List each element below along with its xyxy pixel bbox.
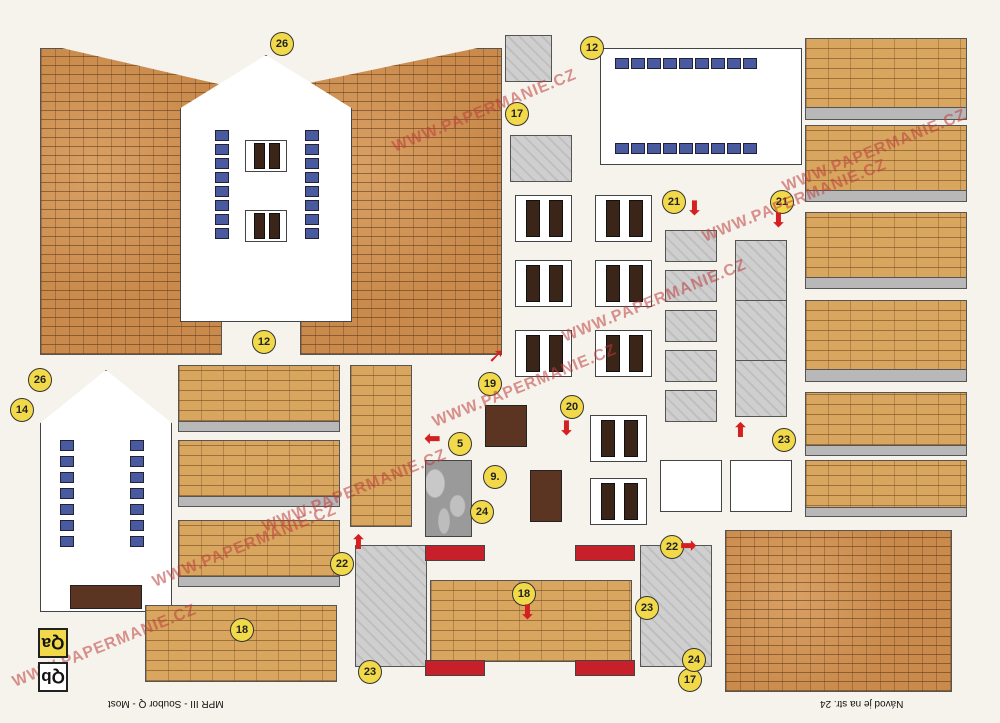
wall-panel-c <box>178 520 340 587</box>
wall-panel-vertical <box>350 365 412 527</box>
part-badge: 26 <box>28 368 52 392</box>
step-strip-1 <box>665 230 717 262</box>
part-badge: 22 <box>660 535 684 559</box>
gable-bricks-bottom <box>60 440 150 570</box>
horizontal-bricks <box>615 58 785 158</box>
arrow-icon: ⬇ <box>558 416 575 440</box>
window-card-5 <box>515 330 572 377</box>
part-badge: 14 <box>10 398 34 422</box>
bottom-frame-angle-left <box>355 545 427 667</box>
part-badge: 24 <box>470 500 494 524</box>
logo-qa: Qa <box>38 628 68 658</box>
part-badge: 18 <box>230 618 254 642</box>
step-strip-5 <box>665 390 717 422</box>
part-badge: 21 <box>662 190 686 214</box>
gable-face-top <box>180 55 352 322</box>
arrow-icon: ⬇ <box>770 208 787 232</box>
wall-strip-3 <box>805 212 967 289</box>
part-badge: 12 <box>252 330 276 354</box>
gable-base-dark <box>70 585 142 609</box>
part-badge: 5 <box>448 432 472 456</box>
wall-strip-5 <box>805 392 967 456</box>
watermark: WWW.PAPERMANIE.CZ <box>560 256 750 346</box>
window-card-4 <box>595 260 652 307</box>
stone-panel <box>425 460 472 537</box>
part-badge: 21 <box>770 190 794 214</box>
step-strip-7 <box>735 300 787 362</box>
gable-window-mid <box>245 210 287 242</box>
tower-part-2 <box>510 135 572 182</box>
bottom-frame-centre <box>430 580 632 662</box>
arrow-icon: ⬇ <box>686 196 703 220</box>
window-card-7 <box>590 415 647 462</box>
door-card-1 <box>485 405 527 447</box>
red-strip-3 <box>425 660 485 676</box>
arrow-icon: ⬇ <box>519 600 536 624</box>
gable-window-top <box>245 140 287 172</box>
window-card-1 <box>515 195 572 242</box>
part-badge: 23 <box>358 660 382 684</box>
red-strip-1 <box>425 545 485 561</box>
step-strip-8 <box>735 360 787 417</box>
arrow-icon: ⬆ <box>350 530 367 554</box>
part-badge: 22 <box>330 552 354 576</box>
window-card-8 <box>590 478 647 525</box>
red-strip-2 <box>575 545 635 561</box>
part-badge: 23 <box>635 596 659 620</box>
window-card-6 <box>595 330 652 377</box>
part-badge: 12 <box>580 36 604 60</box>
footer-instructions: Návod je na str. 24 <box>820 698 904 709</box>
wall-panel-a <box>178 365 340 432</box>
step-strip-6 <box>735 240 787 302</box>
step-strip-4 <box>665 350 717 382</box>
arrow-icon: ⬅ <box>424 426 441 450</box>
window-red-x-2 <box>730 460 792 512</box>
window-card-3 <box>515 260 572 307</box>
wall-strip-4 <box>805 300 967 382</box>
red-strip-4 <box>575 660 635 676</box>
gable-bricks-top <box>215 130 325 260</box>
part-badge: 20 <box>560 395 584 419</box>
window-card-2 <box>595 195 652 242</box>
arrow-icon: ⬆ <box>732 418 749 442</box>
footer-series: MPR III - Soubor Q - Most <box>108 698 224 709</box>
arrow-icon: ➡ <box>680 533 697 557</box>
wall-strip-6 <box>805 460 967 517</box>
part-badge: 19 <box>478 372 502 396</box>
window-red-x-1 <box>660 460 722 512</box>
part-badge: 18 <box>512 582 536 606</box>
step-strip-2 <box>665 270 717 302</box>
part-badge: 24 <box>682 648 706 672</box>
door-card-2 <box>530 470 562 522</box>
part-badge: 17 <box>505 102 529 126</box>
wall-strip-2 <box>805 125 967 202</box>
wall-panel-b <box>178 440 340 507</box>
tower-part-1 <box>505 35 552 82</box>
floor-panel-large <box>725 530 952 692</box>
step-strip-3 <box>665 310 717 342</box>
logo-qb: Qb <box>38 662 68 692</box>
part-badge: 9. <box>483 465 507 489</box>
arrow-icon: ➚ <box>488 343 505 367</box>
part-badge: 23 <box>772 428 796 452</box>
wall-strip-1 <box>805 38 967 120</box>
part-badge: 26 <box>270 32 294 56</box>
